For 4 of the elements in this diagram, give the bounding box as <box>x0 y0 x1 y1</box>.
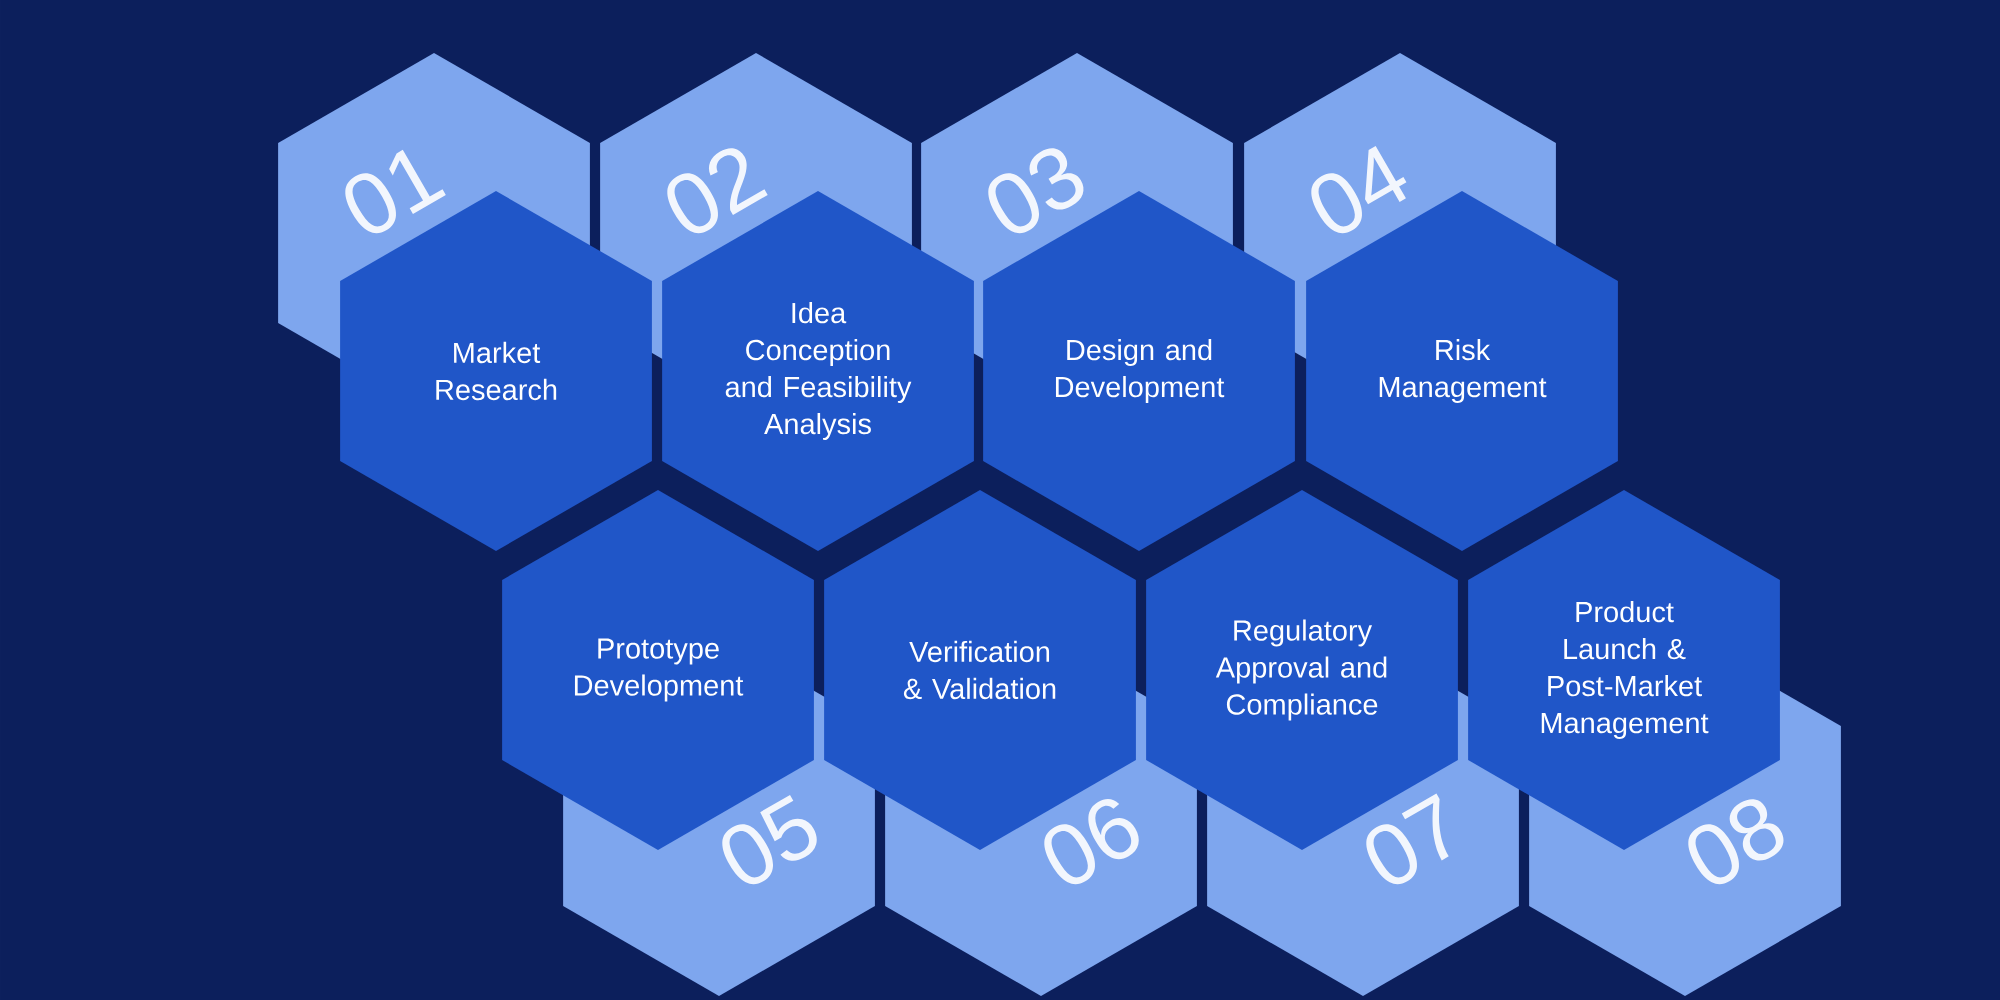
node-label: Prototype Development <box>574 638 744 702</box>
node-label: Risk Management <box>1379 338 1547 404</box>
node-label: Design and Development <box>1055 338 1225 404</box>
node-label: Verification & Validation <box>903 640 1056 700</box>
